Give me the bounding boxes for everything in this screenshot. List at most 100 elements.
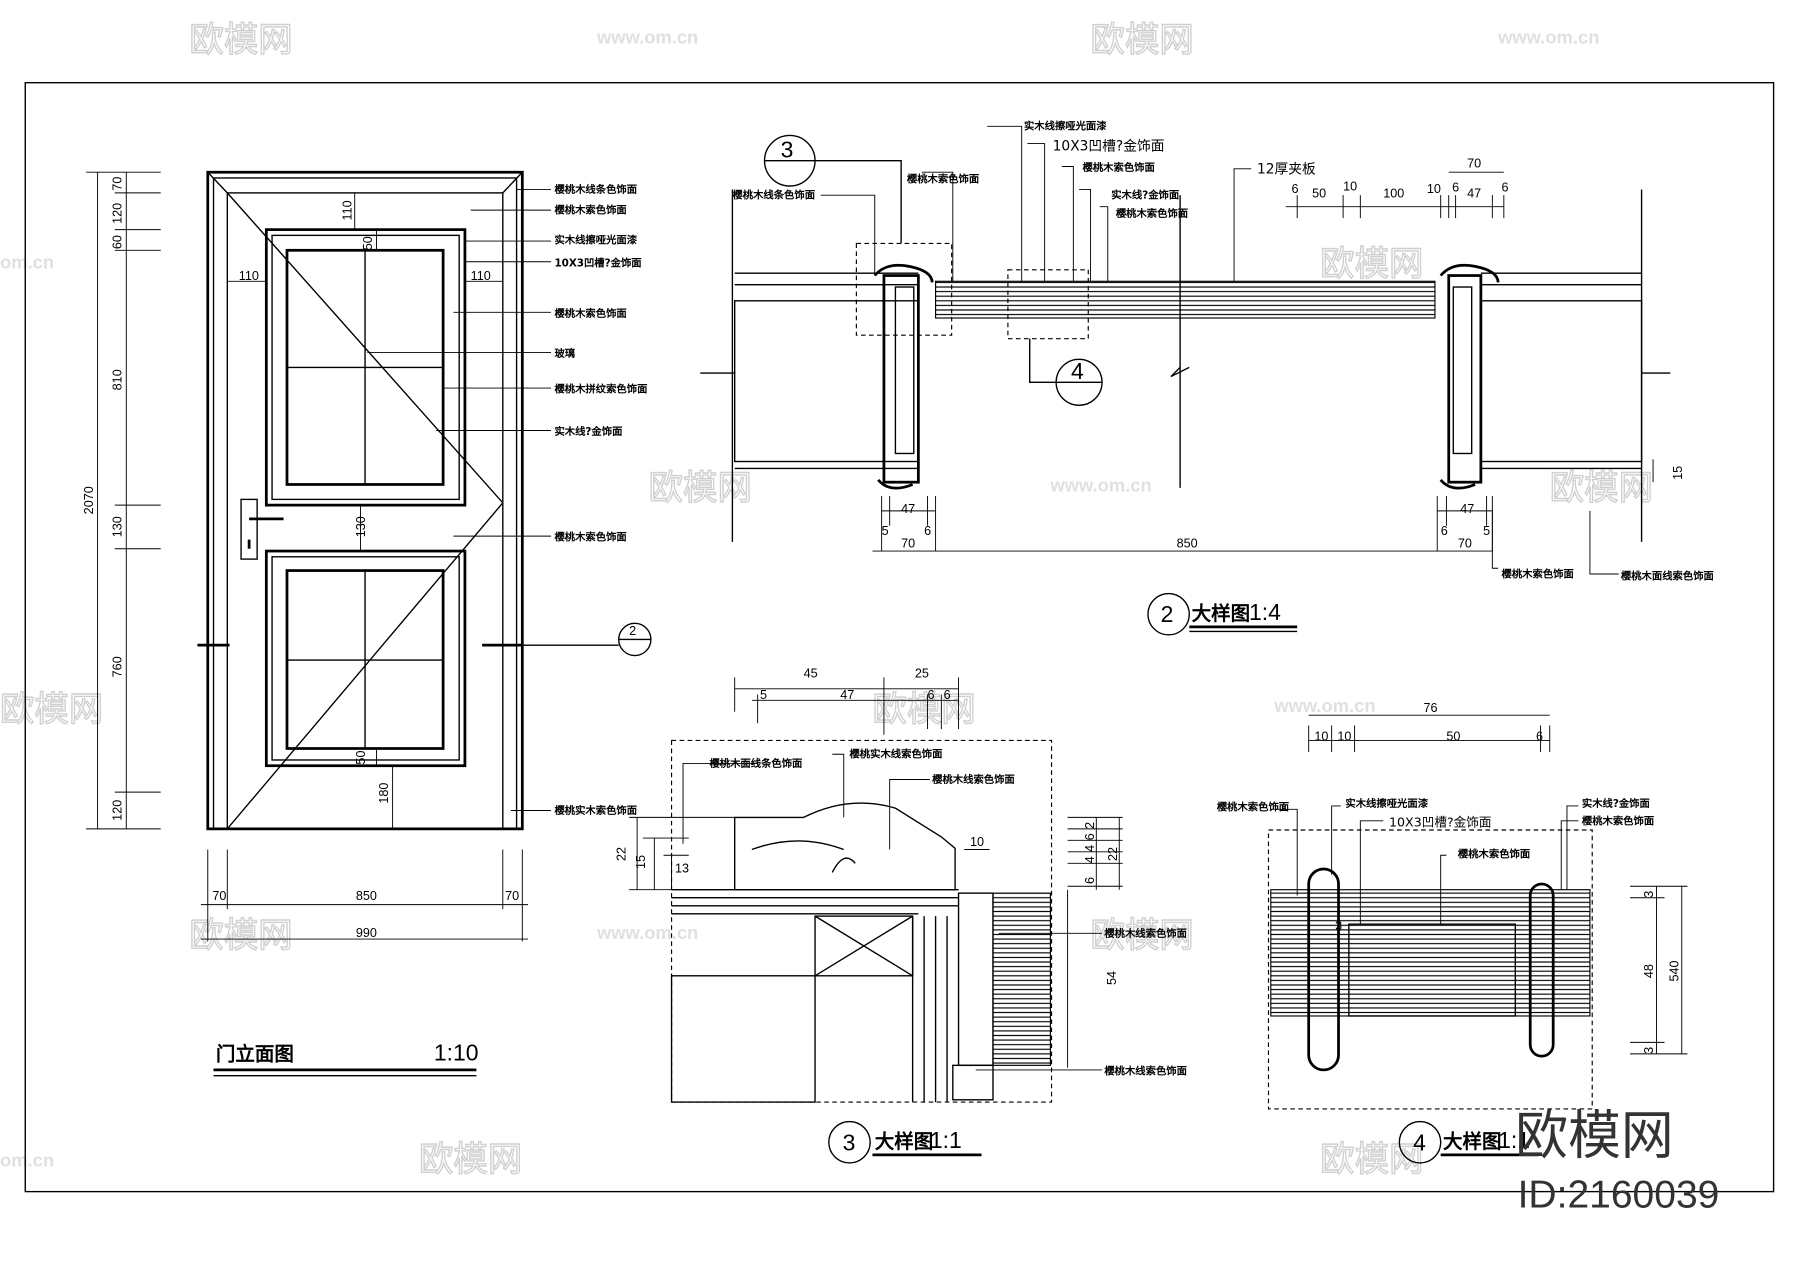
callout-label: 10X3凹槽?金饰面: [1389, 815, 1491, 830]
dim-label: 810: [111, 369, 125, 390]
dim-label: 47: [901, 502, 915, 516]
detail-ref-3: 3: [781, 136, 794, 162]
watermark-logo: 欧模网: [1320, 245, 1423, 285]
door-elevation: 2 70 120 60 810 130 760 120 2070 110 110…: [82, 170, 652, 1077]
watermark-url: om.cn: [0, 1149, 54, 1170]
callout-label: 实木线?金饰面: [554, 425, 622, 438]
dim-label: 70: [212, 889, 226, 903]
dim-label: 6: [1536, 729, 1543, 743]
dim-label: 110: [471, 269, 491, 283]
dim-label: 70: [505, 889, 519, 903]
dim-label: 120: [111, 800, 125, 821]
watermark-logo: 欧模网: [872, 690, 975, 730]
brand-logo-text: 欧模网: [1515, 1106, 1673, 1167]
watermark-url: om.cn: [0, 252, 54, 273]
dim-label: 48: [1642, 964, 1656, 978]
dim-label: 13: [675, 861, 689, 875]
asset-id: ID:2160039: [1518, 1174, 1720, 1217]
callout-label: 樱桃木面线条色饰面: [709, 757, 802, 770]
sheet-border: [24, 81, 1775, 1193]
dim-total-width: 990: [356, 926, 377, 940]
dim-label: 110: [239, 269, 259, 283]
callout-label: 樱桃木线索色饰面: [1104, 927, 1187, 940]
dim-total-height: 2070: [82, 486, 96, 514]
callout-label: 樱桃木线索色饰面: [932, 773, 1015, 786]
dim-label: 6: [1291, 182, 1298, 196]
callout-label: 樱桃木面线索色饰面: [1621, 570, 1714, 583]
callout-label: 樱桃木索色饰面: [1083, 161, 1155, 174]
detail-scale: 1:4: [1249, 599, 1281, 625]
callout-label: 樱桃木索色饰面: [1217, 800, 1289, 813]
dim-label: 70: [1458, 537, 1472, 551]
dim-label: 850: [1177, 537, 1198, 551]
dim-label: 760: [111, 656, 125, 677]
dim-label: 2: [1083, 822, 1097, 829]
dim-label: 6: [928, 688, 935, 702]
dim-label: 50: [1312, 186, 1326, 200]
dim-label: 50: [1446, 729, 1460, 743]
dim-label: 5: [760, 688, 767, 702]
dim-label: 4: [1083, 845, 1097, 852]
watermark-logo: 欧模网: [189, 21, 292, 61]
dim-label: 50: [361, 236, 375, 250]
dim-label: 100: [1383, 186, 1404, 200]
left-dimensions: 70 120 60 810 130 760 120 2070: [82, 177, 125, 821]
callout-label: 樱桃木索色饰面: [1582, 814, 1654, 827]
dim-label: 47: [1460, 502, 1474, 516]
dim-label: 6: [1083, 877, 1097, 884]
watermark-logo: 欧模网: [1550, 468, 1653, 508]
watermark-logo: 欧模网: [1091, 21, 1194, 61]
dim-label: 10: [970, 835, 984, 849]
detail-title: 大样图: [875, 1130, 934, 1153]
watermark-logo: 欧模网: [0, 690, 103, 730]
callout-label: 实木线擦哑光面漆: [1345, 797, 1428, 810]
elevation-scale: 1:10: [434, 1040, 479, 1066]
watermark-url: www.om.cn: [596, 27, 698, 48]
callout-label: 樱桃木索色饰面: [907, 173, 979, 186]
elevation-title: 门立面图: [216, 1043, 294, 1066]
callout-label: 樱桃木索色饰面: [554, 307, 626, 320]
dim-label: 70: [111, 177, 125, 191]
detail-title: 大样图: [1443, 1130, 1502, 1153]
detail-3-section: 45 25 5 47 6 6 22 15 13 2 6 4 4 6 22 10 …: [615, 666, 1187, 1164]
detail-scale: 1:1: [930, 1127, 962, 1153]
callout-label: 实木线?金饰面: [1582, 797, 1650, 810]
callout-label: 玻璃: [554, 347, 575, 360]
dim-label: 130: [354, 516, 368, 537]
detail-scale: 1:1: [1498, 1127, 1530, 1153]
detail-number: 3: [843, 1129, 856, 1155]
callout-label: 实木线?金饰面: [1111, 189, 1179, 202]
detail-number: 4: [1413, 1129, 1426, 1155]
dim-label: 130: [111, 516, 125, 537]
dim-label: 6: [1452, 181, 1459, 195]
watermark-logo: 欧模网: [649, 468, 752, 508]
dim-label: 70: [901, 537, 915, 551]
dim-label: 10: [1314, 729, 1328, 743]
dim-label: 6: [944, 688, 951, 702]
callout-label: 樱桃木索色饰面: [554, 204, 626, 217]
dim-label: 22: [615, 847, 629, 861]
detail-2-plan: 3 4 樱桃木线条色饰面 樱桃木索色饰面 实木线擦哑光面漆 10X3凹槽?金饰面…: [700, 120, 1714, 636]
dim-label: 70: [1467, 157, 1481, 171]
callout-label: 10X3凹槽?金饰面: [1053, 138, 1165, 154]
dim-label: 540: [1667, 960, 1681, 981]
watermark-url: www.om.cn: [596, 922, 698, 943]
dim-label: 6: [1441, 524, 1448, 538]
watermark-logo: 欧模网: [1320, 1140, 1423, 1180]
detail-4-section: 76 10 10 50 6 3 3 48 3 540 樱桃木索色饰面 实木线擦哑…: [1217, 701, 1688, 1164]
dim-label: 10: [1427, 182, 1441, 196]
dim-label: 5: [1483, 524, 1490, 538]
detail-ref-4: 4: [1071, 358, 1084, 384]
dim-label: 6: [1502, 181, 1509, 195]
watermark-logo: 欧模网: [189, 916, 292, 956]
dim-label: 10: [1337, 729, 1351, 743]
callout-label: 樱桃木索色饰面: [1116, 207, 1188, 220]
dim-label: 45: [804, 666, 818, 680]
dim-label: 5: [882, 524, 889, 538]
dim-label: 50: [354, 751, 368, 765]
callout-label: 10X3凹槽?金饰面: [554, 256, 641, 269]
dim-label: 3: [1335, 919, 1342, 933]
callout-label: 实木线擦哑光面漆: [554, 233, 637, 246]
callout-label: 樱桃木线条色饰面: [732, 189, 815, 202]
